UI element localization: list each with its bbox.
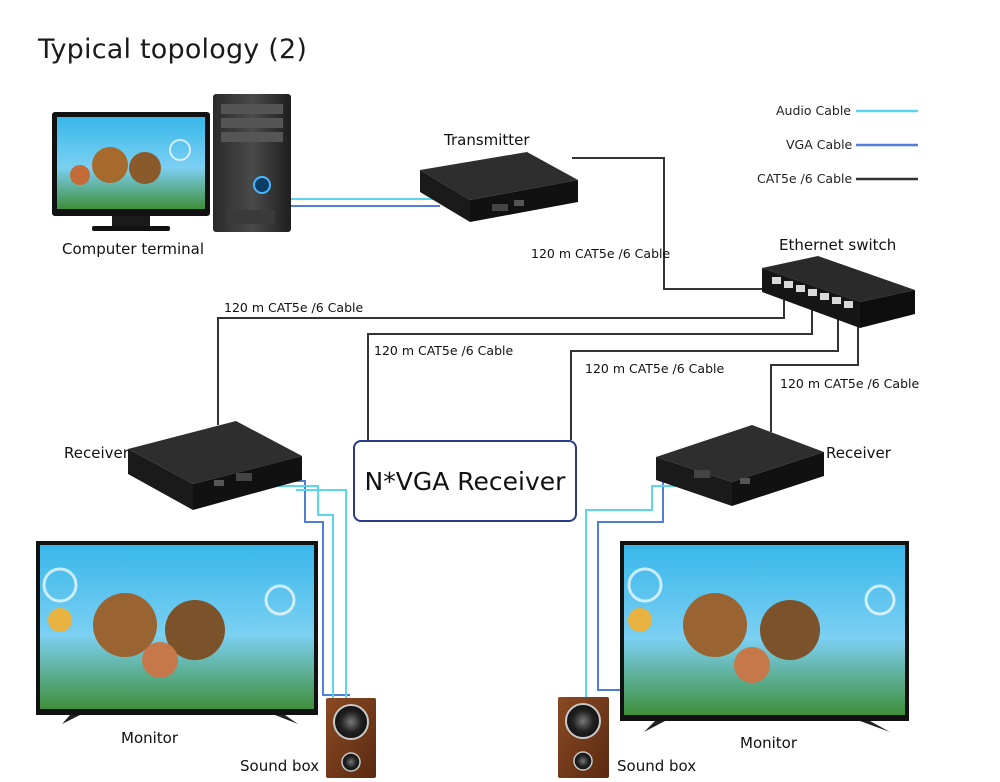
legend: [856, 109, 918, 181]
left-sound-box-device: [326, 698, 376, 778]
legend-cat-label: CAT5e /6 Cable: [757, 171, 853, 186]
nvga-receiver-box: N*VGA Receiver: [353, 440, 577, 522]
cable-switch-to-right-receiver: [770, 300, 859, 432]
legend-audio-label: Audio Cable: [776, 103, 851, 118]
computer-label: Computer terminal: [62, 240, 204, 258]
left-receiver-label: Receiver: [64, 444, 129, 462]
ethernet-switch-device: [762, 256, 915, 328]
right-sound-box-label: Sound box: [617, 757, 697, 775]
cable-switch-to-nvga-right: [570, 300, 839, 440]
nvga-receiver-label: N*VGA Receiver: [364, 466, 566, 496]
transmitter-device: [420, 152, 578, 222]
cable-tx-to-switch: [572, 157, 770, 290]
cable-label-nvga-right: 120 m CAT5e /6 Cable: [585, 361, 725, 376]
legend-vga-label: VGA Cable: [786, 137, 853, 152]
switch-label: Ethernet switch: [779, 236, 897, 254]
cable-label-tx-switch: 120 m CAT5e /6 Cable: [531, 246, 671, 261]
left-sound-box-label: Sound box: [240, 757, 320, 775]
pc-cables: [290, 198, 440, 207]
transmitter-label: Transmitter: [444, 131, 530, 149]
left-monitor-device: [36, 541, 318, 724]
right-monitor-label: Monitor: [740, 734, 798, 752]
right-receiver-device: [656, 425, 824, 506]
cable-label-left-receiver: 120 m CAT5e /6 Cable: [224, 300, 364, 315]
left-monitor-label: Monitor: [121, 729, 179, 747]
cable-switch-to-left-receiver: [217, 300, 785, 425]
cable-label-nvga-left: 120 m CAT5e /6 Cable: [374, 343, 514, 358]
right-receiver-label: Receiver: [826, 444, 891, 462]
cat-cables: [217, 157, 859, 440]
left-receiver-device: [128, 421, 302, 510]
cable-switch-to-nvga-left: [367, 300, 813, 440]
cable-label-right-receiver: 120 m CAT5e /6 Cable: [780, 376, 920, 391]
computer-monitor: [52, 112, 210, 231]
right-monitor-device: [620, 541, 909, 732]
computer-tower: [213, 94, 291, 232]
page-title: Typical topology (2): [38, 34, 308, 65]
right-sound-box-device: [558, 697, 609, 778]
